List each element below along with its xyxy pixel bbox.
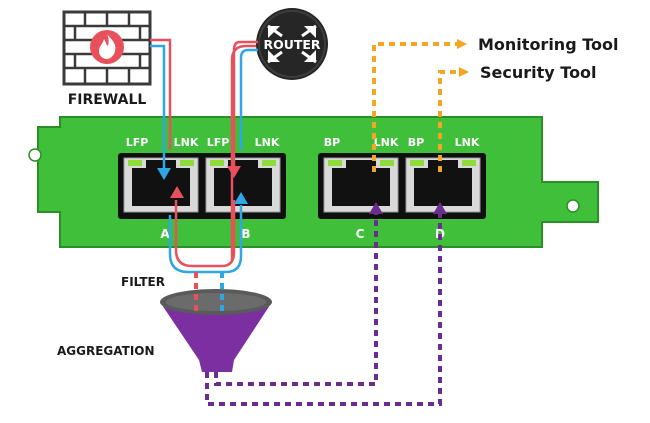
arrow-blue-up (234, 192, 248, 204)
arrow-blue-down (157, 168, 171, 180)
port-label-a-lfp: LFP (126, 136, 149, 149)
filter-label: FILTER (121, 275, 165, 289)
port-label-c-bp: BP (324, 136, 340, 149)
blue-loop (168, 205, 243, 274)
port-letter-c: C (356, 227, 365, 241)
firewall-icon (62, 10, 152, 86)
led-a-right (180, 160, 194, 166)
mount-hole-left (28, 148, 42, 162)
port-label-a-lnk: LNK (174, 136, 199, 149)
port-label-d-lnk: LNK (455, 136, 480, 149)
aggregation-label: AGGREGATION (57, 344, 155, 358)
red-loop (174, 200, 236, 268)
port-label-d-bp: BP (408, 136, 424, 149)
led-c-left (328, 160, 342, 166)
funnel-icon (160, 289, 272, 372)
led-b-right (262, 160, 276, 166)
mount-hole-right (566, 199, 580, 213)
security-tool-label: Security Tool (480, 63, 597, 82)
led-d-right (462, 160, 476, 166)
router-icon: ROUTER (256, 8, 328, 80)
port-letter-b: B (241, 227, 250, 241)
port-c (323, 157, 399, 213)
firewall-label: FIREWALL (68, 92, 147, 108)
monitoring-tool-label: Monitoring Tool (478, 35, 618, 54)
security-dashed-path (438, 67, 469, 172)
led-b-left (210, 160, 224, 166)
flame-icon (99, 34, 116, 59)
port-label-c-lnk: LNK (374, 136, 399, 149)
led-d-left (410, 160, 424, 166)
arrow-purple-c (369, 202, 383, 214)
router-red-link (232, 40, 258, 172)
led-a-left (128, 160, 142, 166)
router-label: ROUTER (263, 37, 320, 52)
arrow-purple-d (433, 202, 447, 214)
port-label-b-lfp: LFP (207, 136, 230, 149)
network-card: LFP LNK LFP LNK BP LNK BP LNK (28, 116, 599, 248)
port-label-b-lnk: LNK (255, 136, 280, 149)
router-blue-link (239, 48, 258, 150)
arrow-red-down (227, 166, 241, 178)
port-letter-a: A (160, 227, 170, 241)
led-c-right (380, 160, 394, 166)
arrow-red-up (170, 186, 184, 198)
port-d (405, 157, 481, 213)
port-a (123, 157, 199, 213)
firewall-blue-link (150, 44, 166, 175)
aggregation-dashed-path (205, 206, 442, 406)
